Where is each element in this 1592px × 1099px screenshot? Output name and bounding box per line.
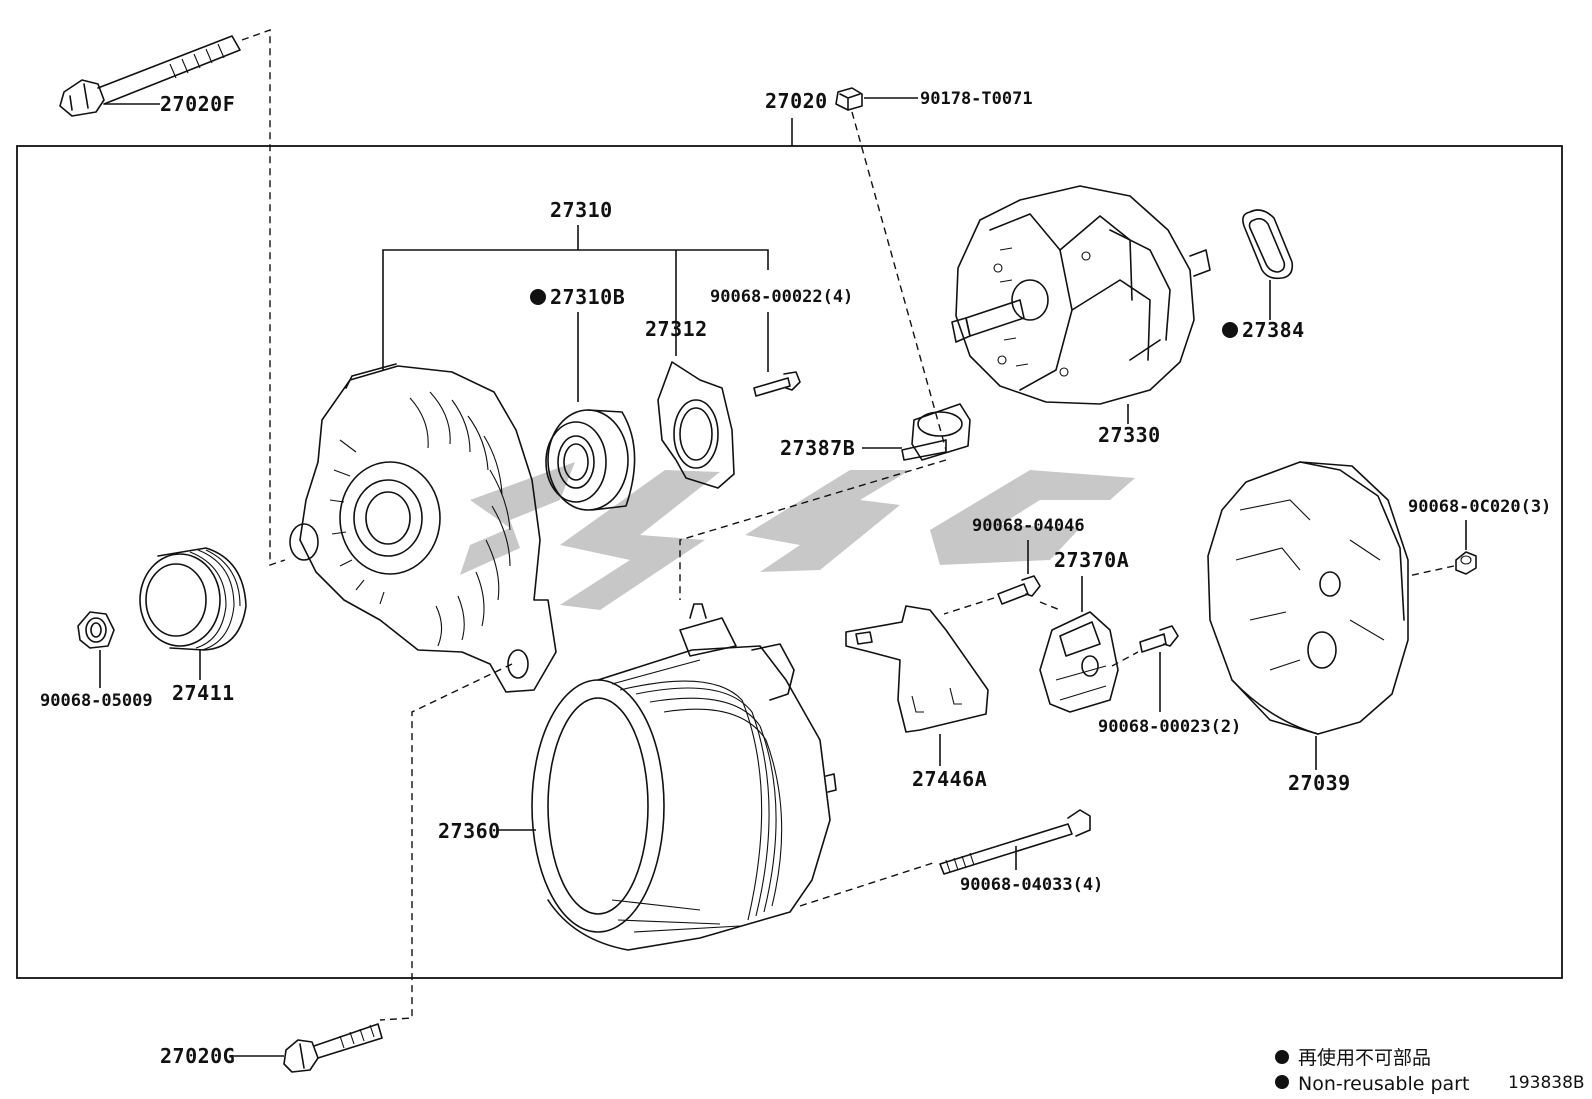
- label-27370a: 27370A: [1054, 548, 1129, 572]
- rear-cover-27039: [1207, 461, 1409, 735]
- bolt-27020f: [59, 35, 241, 117]
- label-90068-04033: 90068-04033(4): [960, 875, 1103, 895]
- label-90068-00023: 90068-00023(2): [1098, 717, 1241, 737]
- legend-dot-japanese: [1275, 1050, 1289, 1064]
- label-27330: 27330: [1098, 423, 1161, 447]
- label-27020f: 27020F: [160, 92, 235, 116]
- label-27039: 27039: [1288, 771, 1351, 795]
- screw-90068-00023: [1139, 625, 1179, 653]
- drive-end-frame: [289, 363, 557, 693]
- rotor-27330: [951, 185, 1211, 405]
- illustration-code: 193838B: [1508, 1073, 1585, 1093]
- label-90068-0c020: 90068-0C020(3): [1408, 497, 1551, 517]
- watermark-logo: [460, 462, 1135, 610]
- label-27446a: 27446A: [912, 767, 987, 791]
- bolt-27020g: [283, 1023, 383, 1073]
- label-90178-t0071: 90178-T0071: [920, 89, 1033, 109]
- legend-dot-english: [1275, 1075, 1289, 1089]
- stator-frame-27360: [531, 603, 837, 951]
- nut-90068-0c020: [1455, 551, 1477, 575]
- label-27411: 27411: [172, 681, 235, 705]
- label-27310b: 27310B: [550, 285, 625, 309]
- label-90068-04046: 90068-04046: [972, 516, 1085, 536]
- label-27310: 27310: [550, 198, 613, 222]
- label-27312: 27312: [645, 317, 708, 341]
- nut-90178-t0071: [835, 87, 863, 111]
- ring-27384: [1242, 209, 1294, 280]
- nut-90068-05009: [77, 611, 115, 649]
- label-27020: 27020: [765, 89, 828, 113]
- label-90068-00022: 90068-00022(4): [710, 287, 853, 307]
- regulator-27370a: [1039, 611, 1119, 713]
- bearing-27310b: [545, 409, 636, 511]
- through-bolt-90068-04033: [939, 809, 1091, 875]
- label-27360: 27360: [438, 819, 501, 843]
- retainer-27312: [657, 361, 735, 489]
- nonreusable-dot-27310b: [530, 289, 546, 305]
- legend-english: Non-reusable part: [1298, 1073, 1469, 1095]
- label-27020g: 27020G: [160, 1044, 235, 1068]
- assembly-frame: [16, 145, 1563, 979]
- label-90068-05009: 90068-05009: [40, 691, 153, 711]
- screw-90068-04046: [997, 575, 1041, 605]
- legend-japanese: 再使用不可部品: [1298, 1047, 1431, 1069]
- nonreusable-dot-27384: [1222, 322, 1238, 338]
- label-27387b: 27387B: [780, 436, 855, 460]
- insulator-27387b: [901, 403, 971, 461]
- plate-27446a: [845, 605, 989, 733]
- pulley-27411: [139, 547, 247, 651]
- screw-90068-00022: [753, 371, 801, 397]
- label-27384: 27384: [1242, 318, 1305, 342]
